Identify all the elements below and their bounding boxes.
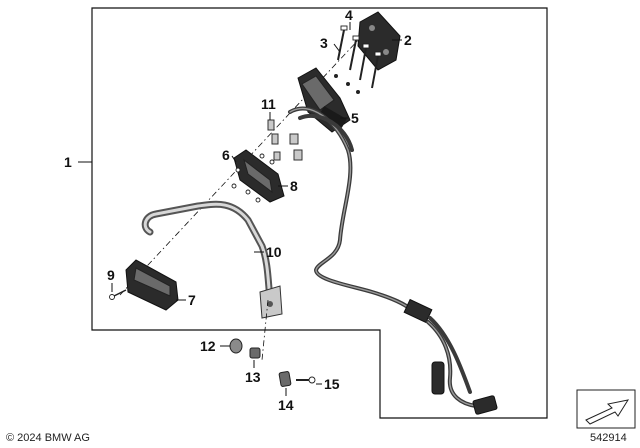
callout-7: 7 <box>188 292 196 308</box>
callout-3: 3 <box>320 35 328 51</box>
part-8-bracket-plate <box>231 149 285 203</box>
callout-2: 2 <box>404 32 412 48</box>
callout-12: 12 <box>200 338 216 354</box>
callout-13: 13 <box>245 369 261 385</box>
callout-14: 14 <box>278 397 294 413</box>
callout-11: 11 <box>261 96 276 112</box>
part-12-grommet <box>229 338 243 354</box>
part-15-screw <box>296 376 316 384</box>
part-9-screw <box>109 289 127 300</box>
cable-harness <box>288 106 498 415</box>
leader-6 <box>231 155 237 163</box>
part-5-control-unit <box>297 67 351 133</box>
axis-lower <box>261 299 269 361</box>
part-11-clips <box>267 119 303 161</box>
callout-15: 15 <box>324 376 340 392</box>
copyright-text: © 2024 BMW AG <box>6 432 90 444</box>
callout-9: 9 <box>107 267 115 283</box>
callout-6: 6 <box>222 147 230 163</box>
diagram-number: 542914 <box>590 432 627 444</box>
callout-5: 5 <box>351 110 359 126</box>
part-4-screws <box>337 25 360 71</box>
part-7-sensor-module <box>125 259 179 311</box>
callout-8: 8 <box>290 178 298 194</box>
part-14-spacer <box>278 371 292 387</box>
part-10-bracket <box>141 200 283 319</box>
callout-10: 10 <box>266 244 282 260</box>
alignment-axis <box>119 21 376 296</box>
assembly-frame <box>91 7 548 419</box>
part-13-nut <box>249 347 261 359</box>
callout-4: 4 <box>345 7 353 23</box>
leader-3 <box>333 43 341 53</box>
part-2-mounting-plate <box>357 11 401 71</box>
callout-1: 1 <box>64 154 72 170</box>
arrow-icon[interactable] <box>576 389 636 429</box>
part-3-screws <box>334 43 382 94</box>
